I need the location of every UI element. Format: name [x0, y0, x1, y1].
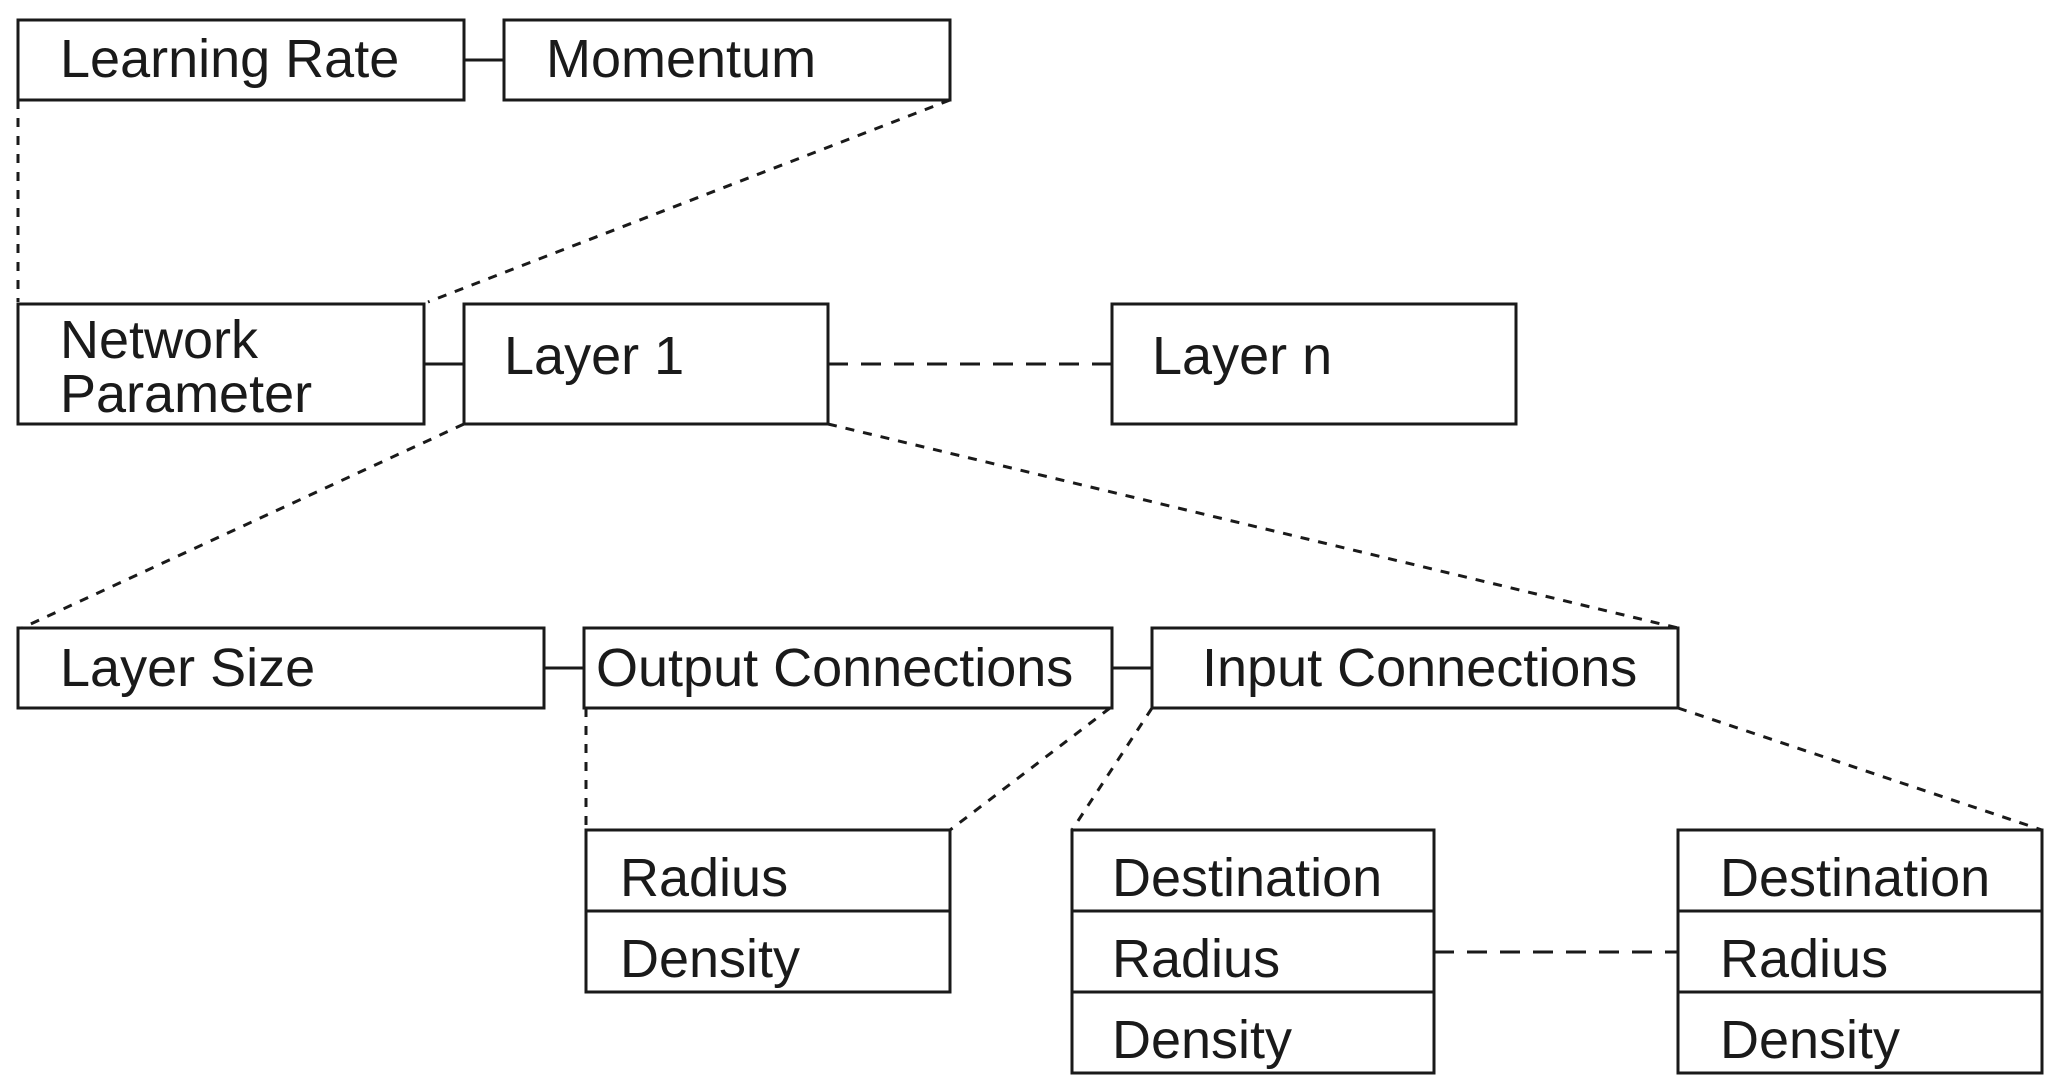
- zoom-line-right-top: [427, 98, 951, 304]
- node-network-parameter: Network Parameter: [16, 302, 426, 426]
- inputn-density-label: Density: [1720, 1010, 1900, 1070]
- inputn-radius-label: Radius: [1720, 929, 1888, 989]
- node-layer-n: Layer n: [1110, 302, 1518, 426]
- layer-size-label: Layer Size: [60, 638, 315, 698]
- network-parameter-label-line1: Network: [60, 310, 259, 370]
- input1-density-label: Density: [1112, 1010, 1292, 1070]
- output-radius-label: Radius: [620, 848, 788, 908]
- node-layer-size: Layer Size: [16, 626, 546, 710]
- layer-n-label: Layer n: [1152, 326, 1332, 386]
- output-density-label: Density: [620, 929, 800, 989]
- zoom-line-input-right: [1677, 706, 2043, 832]
- zoom-line-input-left: [1070, 707, 1154, 831]
- input-connection-1-fields: Destination Radius Density: [1070, 828, 1436, 1075]
- input-connections-label: Input Connections: [1202, 638, 1637, 698]
- node-learning-rate: Learning Rate: [16, 18, 466, 102]
- output-connections-label: Output Connections: [596, 638, 1073, 698]
- node-layer-1: Layer 1: [462, 302, 830, 426]
- node-output-connections: Output Connections: [582, 626, 1114, 710]
- node-input-connections: Input Connections: [1150, 626, 1680, 710]
- input-connection-n-fields: Destination Radius Density: [1676, 828, 2044, 1075]
- node-momentum: Momentum: [502, 18, 952, 102]
- zoom-line-right-middle: [827, 422, 1679, 630]
- network-parameter-label-line2: Parameter: [60, 364, 312, 424]
- connectors: [16, 58, 2043, 954]
- input1-radius-label: Radius: [1112, 929, 1280, 989]
- input1-destination-label: Destination: [1112, 848, 1382, 908]
- zoom-line-output-right: [949, 706, 1111, 832]
- zoom-line-left-middle: [21, 422, 465, 630]
- output-connection-fields: Radius Density: [584, 828, 952, 994]
- learning-rate-label: Learning Rate: [60, 29, 399, 89]
- momentum-label: Momentum: [546, 29, 816, 89]
- layer-1-label: Layer 1: [504, 326, 684, 386]
- inputn-destination-label: Destination: [1720, 848, 1990, 908]
